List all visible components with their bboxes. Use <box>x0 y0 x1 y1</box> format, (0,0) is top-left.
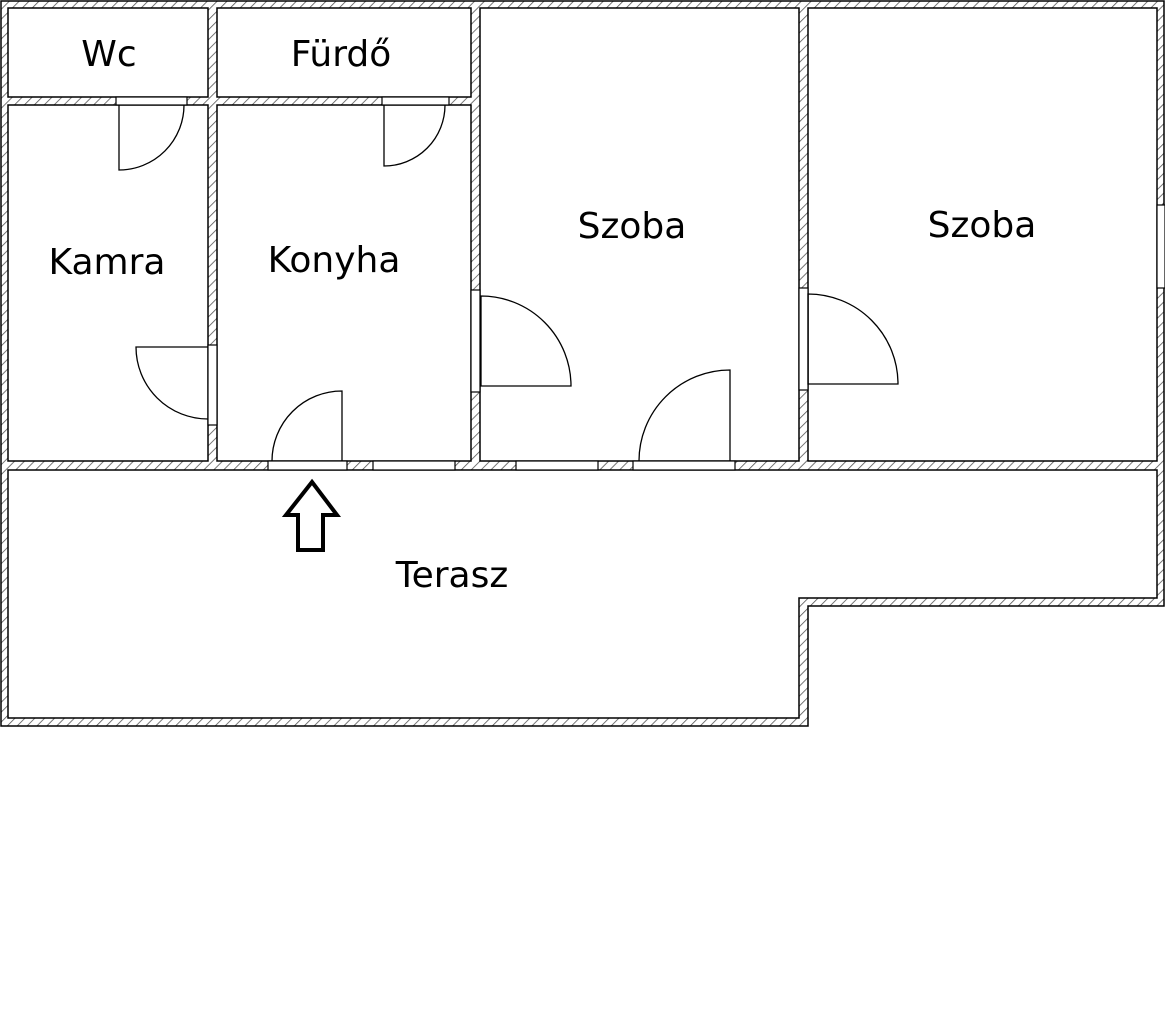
label-wc: Wc <box>81 34 136 75</box>
window-szoba-2 <box>1156 204 1165 289</box>
label-terasz: Terasz <box>395 555 509 596</box>
doorway-wc <box>115 96 188 106</box>
doorway-furdo <box>381 96 450 106</box>
window-konyha <box>372 460 456 471</box>
label-szoba-2: Szoba <box>928 205 1037 246</box>
door-swing-konyha-icon <box>271 390 343 462</box>
room-konyha <box>216 104 472 462</box>
door-swing-furdo-icon <box>383 104 446 167</box>
doorway-szoba-1 <box>470 289 481 393</box>
door-swing-szoba-1-icon <box>480 295 572 387</box>
doorway-konyha <box>267 460 348 471</box>
door-swing-wc-icon <box>118 104 185 171</box>
room-furdo <box>216 7 472 98</box>
label-furdo: Fürdő <box>291 34 392 75</box>
doorway-szoba-1-terasz <box>632 460 736 471</box>
label-konyha: Konyha <box>268 240 401 281</box>
room-szoba-2 <box>807 7 1158 462</box>
room-wc <box>7 7 209 98</box>
room-kamra <box>7 104 209 462</box>
doorway-kamra <box>207 344 218 426</box>
doorway-szoba-2 <box>798 287 809 391</box>
label-kamra: Kamra <box>49 242 166 283</box>
room-terasz <box>7 469 1158 719</box>
window-szoba-1 <box>515 460 599 471</box>
door-swing-szoba-1-terasz-icon <box>638 369 731 462</box>
door-swing-kamra-icon <box>135 346 209 420</box>
entrance-arrow-icon <box>281 478 342 552</box>
door-swing-szoba-2-icon <box>807 293 899 385</box>
label-szoba-1: Szoba <box>578 206 687 247</box>
